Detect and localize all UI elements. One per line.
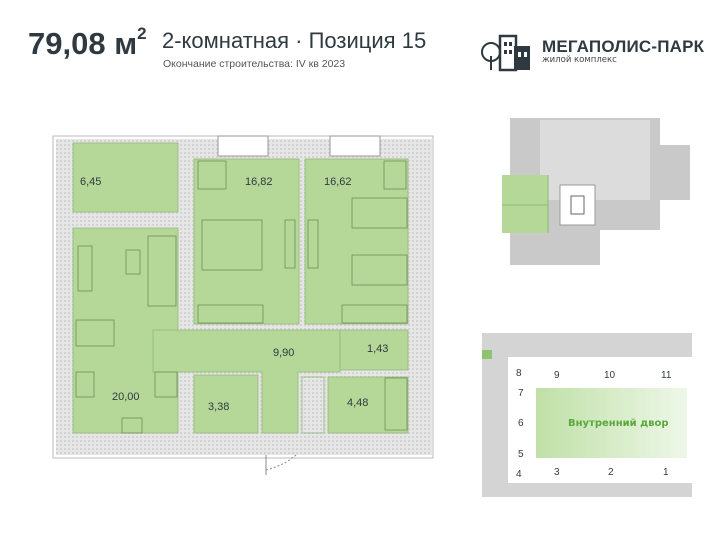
section-number: 1 [663,467,669,478]
section-number: 7 [518,388,524,399]
room-labels: 6,45 16,82 16,62 9,90 1,43 20,00 3,38 4,… [80,176,388,413]
section-number: 5 [518,449,524,460]
area-unit-sup: 2 [137,24,147,43]
area-label-closet: 3,38 [208,401,229,413]
room-balcony [72,142,179,213]
section-number: 2 [608,467,614,478]
area-label-living: 20,00 [112,391,140,403]
area-value: 79,08 м [28,26,138,61]
room-living-kitchen [72,227,179,434]
section-number: 3 [554,467,560,478]
area-label-balcony: 6,45 [80,176,101,188]
room-closet [193,374,259,434]
apartment-area: 79,08 м2 [28,24,147,62]
page-title: 2-комнатная · Позиция 15 [162,28,427,53]
logo-tagline: жилой комплекс [542,55,617,65]
room-bedroom-1 [193,158,300,325]
courtyard-label: Внутренний двор [568,418,669,429]
area-label-bathroom: 4,48 [347,397,368,409]
completion-date: Окончание строительства: IV кв 2023 [163,58,346,70]
section-number: 6 [518,418,524,429]
section-number: 8 [516,368,522,379]
section-number: 4 [516,469,522,480]
room-toilet [339,329,409,371]
area-label-bedroom-1: 16,82 [245,176,273,188]
highlighted-apartment [502,175,548,233]
highlighted-section [482,350,492,359]
area-label-toilet: 1,43 [367,343,388,355]
courtyard [536,388,687,458]
section-number: 10 [604,370,616,381]
site-plan: Внутренний двор 1 2 3 4 5 6 7 8 9 10 11 [482,333,692,497]
wardrobe [301,376,325,434]
buildings-tree-icon [481,34,530,72]
room-bedroom-2 [304,158,409,325]
entrance-door [265,454,297,475]
furniture [75,160,408,434]
section-key-plan [502,118,690,265]
area-label-hallway: 9,90 [273,347,294,359]
area-label-bedroom-2: 16,62 [324,176,352,188]
logo: МЕГАПОЛИС-ПАРК жилой комплекс [478,30,704,72]
section-number: 11 [661,370,672,381]
room-bathroom [327,376,409,434]
section-number: 9 [554,370,560,381]
logo-name: МЕГАПОЛИС-ПАРК [542,37,705,56]
